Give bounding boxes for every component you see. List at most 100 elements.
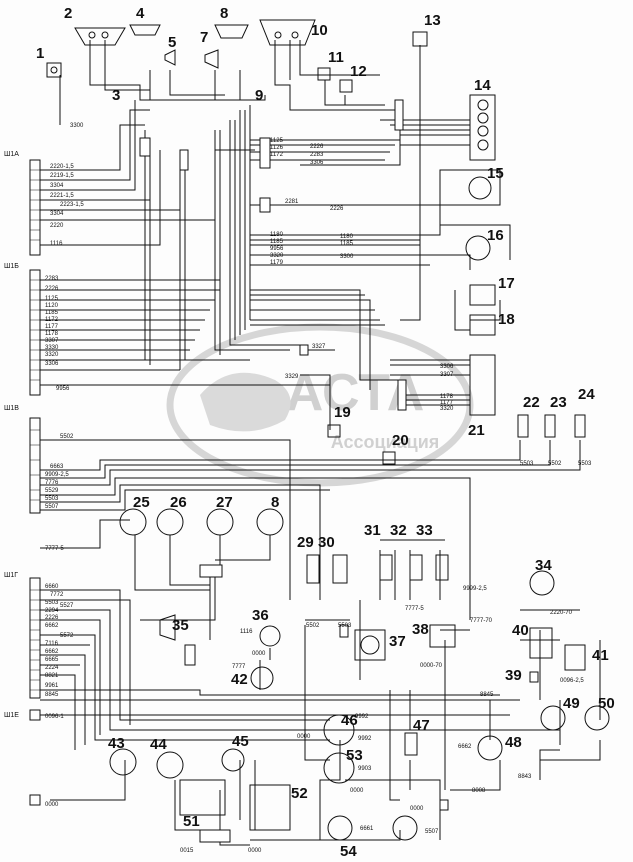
svg-text:2219-1,5: 2219-1,5 — [50, 173, 74, 179]
svg-text:3304: 3304 — [50, 211, 64, 217]
component-36-lamp — [259, 625, 281, 647]
callout: 49 — [563, 695, 580, 712]
callout: 29 — [297, 534, 314, 551]
svg-text:5572: 5572 — [60, 633, 74, 639]
svg-text:9956: 9956 — [270, 246, 284, 252]
component-7-horn — [204, 49, 219, 69]
svg-text:2281: 2281 — [285, 199, 299, 205]
component-52-relay — [249, 784, 291, 831]
callout: 18 — [498, 311, 515, 328]
callout-numbers: 1 2 3 4 5 7 8 9 10 11 12 13 14 15 16 17 … — [36, 5, 615, 860]
svg-text:3304: 3304 — [50, 183, 64, 189]
component-38-relay — [429, 624, 456, 648]
callout: 41 — [592, 647, 609, 664]
svg-text:0000: 0000 — [45, 802, 59, 808]
svg-text:3327: 3327 — [312, 344, 326, 350]
component-24-switch — [574, 414, 586, 438]
svg-text:0000: 0000 — [252, 651, 266, 657]
svg-text:3330: 3330 — [45, 345, 59, 351]
component-27-gauge — [206, 508, 234, 536]
svg-text:1120: 1120 — [45, 303, 59, 309]
svg-text:2223-1,5: 2223-1,5 — [60, 202, 84, 208]
svg-text:2220-70: 2220-70 — [550, 610, 573, 616]
svg-text:1125: 1125 — [45, 296, 59, 302]
component-23-switch — [544, 414, 556, 438]
callout: 19 — [334, 404, 351, 421]
callout: 51 — [183, 813, 200, 830]
svg-text:5502: 5502 — [548, 461, 562, 467]
svg-text:5503: 5503 — [45, 496, 59, 502]
svg-text:5502: 5502 — [60, 434, 74, 440]
component-51-relay — [179, 779, 226, 816]
connector-block-sh1a — [29, 159, 41, 256]
connector-label-sh1a: Ш1А — [4, 151, 19, 158]
callout: 12 — [350, 63, 367, 80]
svg-text:2226: 2226 — [45, 615, 59, 621]
connector-pin-lines — [30, 169, 40, 691]
callout: 48 — [505, 734, 522, 751]
connector-label-sh1g: Ш1Г — [4, 572, 18, 579]
component-53-lamp — [323, 752, 355, 784]
svg-text:2221-1,5: 2221-1,5 — [50, 193, 74, 199]
svg-text:2220-1,5: 2220-1,5 — [50, 164, 74, 170]
svg-text:9999-2,5: 9999-2,5 — [463, 586, 487, 592]
callout: 10 — [311, 22, 328, 39]
callout: 43 — [108, 735, 125, 752]
svg-text:0096-1: 0096-1 — [45, 714, 64, 720]
callout: 54 — [340, 843, 357, 860]
svg-text:3307: 3307 — [440, 372, 454, 378]
component-40-relay — [529, 627, 553, 659]
callout: 15 — [487, 165, 504, 182]
svg-text:1177: 1177 — [45, 324, 59, 330]
svg-text:1179: 1179 — [270, 260, 284, 266]
component-29-switch — [306, 554, 320, 584]
svg-text:1178: 1178 — [45, 331, 59, 337]
svg-text:0000: 0000 — [297, 734, 311, 740]
callout: 32 — [390, 522, 407, 539]
component-4-lamp — [129, 24, 161, 36]
callout: 7 — [200, 29, 208, 46]
component-42-lamp — [250, 666, 274, 690]
watermark-bison-icon — [200, 372, 291, 432]
splice-blocks — [139, 99, 539, 843]
component-16-socket — [465, 235, 491, 261]
svg-text:2283: 2283 — [310, 152, 324, 158]
svg-text:7777-5: 7777-5 — [405, 606, 424, 612]
svg-text:0015: 0015 — [180, 848, 194, 854]
callout: 42 — [231, 671, 248, 688]
svg-text:2283: 2283 — [45, 276, 59, 282]
svg-text:3320: 3320 — [45, 352, 59, 358]
component-47-switch — [404, 732, 418, 756]
watermark: АСТА Ассоциация — [166, 323, 474, 487]
svg-text:5503: 5503 — [338, 623, 352, 629]
svg-text:9992: 9992 — [358, 736, 372, 742]
component-30-relay — [332, 554, 348, 584]
svg-text:2226: 2226 — [310, 144, 324, 150]
callout: 27 — [216, 494, 233, 511]
svg-text:7777-70: 7777-70 — [470, 618, 493, 624]
svg-text:1180: 1180 — [270, 232, 284, 238]
svg-text:2294: 2294 — [45, 608, 59, 614]
component-20-sensor — [382, 451, 396, 465]
component-5-horn — [164, 49, 176, 66]
svg-text:1178: 1178 — [440, 394, 454, 400]
svg-text:6665: 6665 — [45, 657, 59, 663]
callout: 53 — [346, 747, 363, 764]
component-54-lamp — [327, 815, 353, 841]
svg-text:1185: 1185 — [340, 241, 354, 247]
svg-text:1172: 1172 — [270, 152, 284, 158]
callout: 1 — [36, 45, 44, 62]
callout: 14 — [474, 77, 491, 94]
svg-text:1126: 1126 — [270, 145, 284, 151]
svg-text:6662: 6662 — [45, 623, 59, 629]
callout: 21 — [468, 422, 485, 439]
component-8-lamp — [214, 24, 249, 39]
component-48-lamp — [477, 735, 503, 761]
svg-text:9909-2,5: 9909-2,5 — [45, 472, 69, 478]
svg-text:5503: 5503 — [578, 461, 592, 467]
component-15-socket — [468, 176, 492, 200]
component-18-lamp — [469, 314, 496, 336]
svg-text:5503: 5503 — [45, 600, 59, 606]
component-32-switch — [409, 554, 423, 581]
component-17-lamp — [469, 284, 496, 306]
